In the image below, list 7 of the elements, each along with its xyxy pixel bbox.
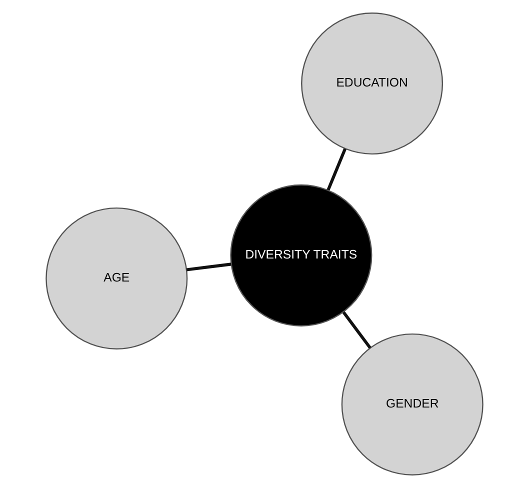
node-circle: EDUCATION	[300, 12, 443, 154]
node-circle: DIVERSITY TRAITS	[230, 184, 372, 326]
connector	[342, 310, 371, 348]
node-circle: GENDER	[340, 332, 483, 475]
node-circle: AGE	[45, 206, 188, 349]
connector	[186, 262, 231, 271]
connector	[326, 148, 346, 190]
